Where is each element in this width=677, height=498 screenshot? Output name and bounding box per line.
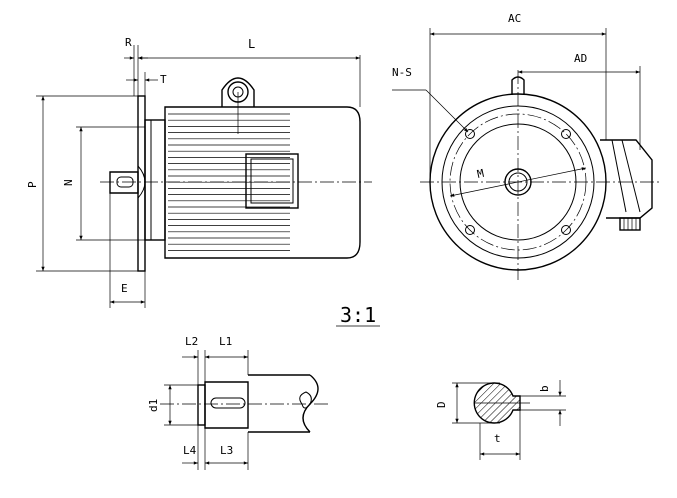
flange-spigot [144,119,166,241]
front-terminal-box [600,139,653,219]
front-view: AC AD N-S M [392,12,662,280]
motor-body [164,106,361,259]
dim-label-T: T [160,73,167,86]
dim-label-AC: AC [508,12,521,25]
shaft-detail: d1 L2 L1 L4 L3 [147,335,330,470]
dim-label-NS: N-S [392,66,412,79]
dim-label-N: N [62,179,75,186]
dim-label-L1: L1 [219,335,232,348]
dim-label-P: P [26,181,39,188]
flange-plate [137,95,146,272]
dim-label-AD: AD [574,52,587,65]
dim-label-t: t [494,432,501,445]
dim-label-L2: L2 [185,335,198,348]
dim-label-b: b [538,385,551,392]
terminal-box [245,153,299,209]
dim-label-L3: L3 [220,444,233,457]
bolt-holes [465,129,571,235]
dim-label-L4: L4 [183,444,197,457]
dim-label-L: L [248,37,255,51]
cable-gland [619,217,641,231]
scale-label: 3:1 [340,303,376,327]
side-view: R L T P N E [26,36,372,308]
dim-label-D: D [435,401,448,408]
terminal-box-inner [250,158,294,204]
dim-label-M: M [476,167,486,181]
dim-label-d1: d1 [147,399,160,412]
lifting-eye [221,77,255,134]
dim-label-E: E [121,282,128,295]
dim-label-R: R [125,36,132,49]
keyway-section: D b t [435,380,566,460]
scale-note: 3:1 [336,303,380,327]
